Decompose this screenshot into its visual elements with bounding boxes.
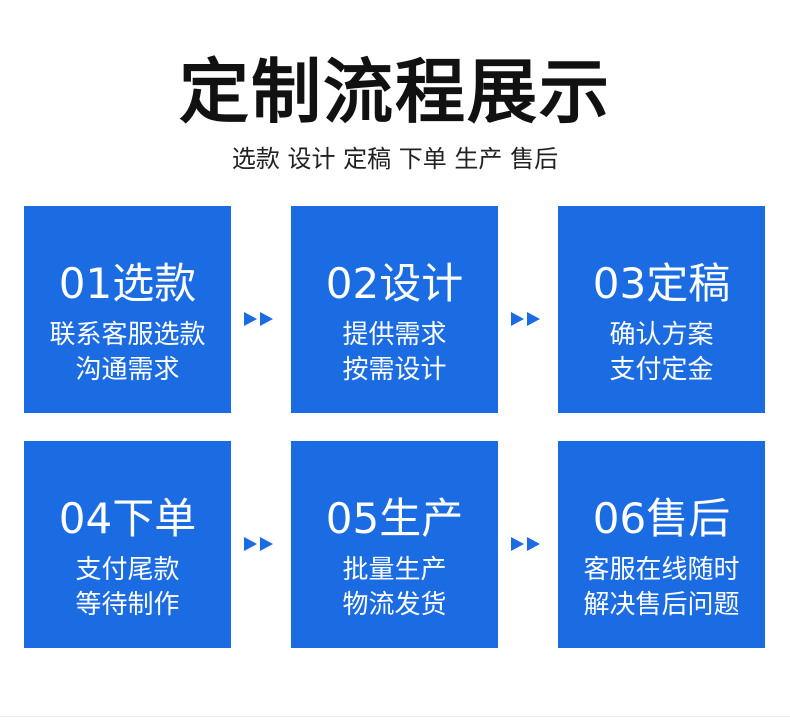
step-desc-line1: 提供需求	[342, 320, 447, 350]
step-card-05: 05生产 批量生产 物流发货	[291, 441, 498, 648]
step-title: 05生产	[325, 494, 464, 543]
step-card-06: 06售后 客服在线随时 解决售后问题	[558, 441, 765, 648]
step-desc-line1: 支付尾款	[75, 555, 180, 585]
step-card-04: 04下单 支付尾款 等待制作	[24, 441, 231, 648]
step-card-03: 03定稿 确认方案 支付定金	[558, 206, 765, 413]
step-title: 02设计	[325, 259, 464, 308]
step-desc-line2: 按需设计	[342, 355, 447, 385]
bottom-divider	[0, 716, 790, 717]
step-desc-line2: 等待制作	[75, 590, 180, 620]
double-chevron-right-icon	[244, 312, 273, 326]
step-desc-line2: 沟通需求	[75, 355, 180, 385]
double-chevron-right-icon	[511, 312, 540, 326]
step-title: 03定稿	[592, 259, 731, 308]
step-desc-line1: 确认方案	[609, 320, 714, 350]
step-title: 04下单	[58, 494, 197, 543]
step-desc-line1: 客服在线随时	[583, 555, 740, 585]
double-chevron-right-icon	[244, 537, 273, 551]
page-subtitle: 选款 设计 定稿 下单 生产 售后	[231, 145, 559, 173]
step-desc-line1: 联系客服选款	[49, 320, 206, 350]
step-desc-line2: 解决售后问题	[583, 590, 740, 620]
step-card-01: 01选款 联系客服选款 沟通需求	[24, 206, 231, 413]
step-desc-line2: 物流发货	[342, 590, 447, 620]
step-card-02: 02设计 提供需求 按需设计	[291, 206, 498, 413]
step-title: 01选款	[58, 259, 197, 308]
page-title: 定制流程展示	[179, 51, 611, 133]
double-chevron-right-icon	[511, 537, 540, 551]
step-desc-line2: 支付定金	[609, 355, 714, 385]
step-title: 06售后	[592, 494, 731, 543]
step-desc-line1: 批量生产	[342, 555, 447, 585]
